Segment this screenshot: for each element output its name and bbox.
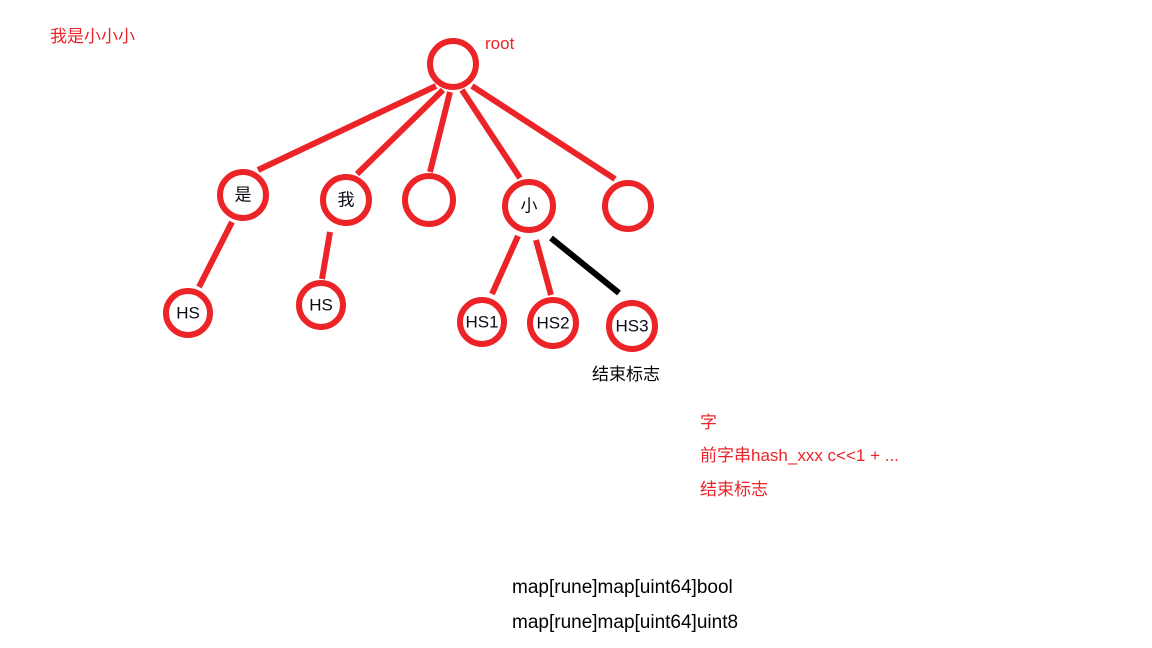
side-note-line-3: 结束标志 — [700, 480, 768, 499]
tree-node-n-hs3[interactable]: HS3 — [606, 300, 658, 352]
tree-node-n-hs2[interactable]: HS2 — [527, 297, 579, 349]
tree-edge-root-to-n-shi — [256, 83, 438, 173]
tree-node-n-empty-2[interactable] — [602, 180, 654, 232]
tree-node-n-shi[interactable]: 是 — [217, 169, 269, 221]
node-label: 小 — [521, 197, 538, 216]
node-circle — [457, 297, 507, 347]
node-circle — [296, 280, 346, 330]
side-note-line-2: 前字串hash_xxx c<<1 + ... — [700, 446, 899, 465]
node-layer: 是 我 小 HS HS HS1 HS2 HS3 — [163, 38, 658, 352]
corner-note: 我是小小小 — [50, 27, 135, 46]
tree-edge-root-to-n-empty-2 — [470, 83, 617, 182]
node-label: 是 — [235, 186, 252, 205]
node-circle — [427, 38, 479, 90]
end-marker-label: 结束标志 — [592, 365, 660, 384]
root-label: root — [485, 34, 515, 53]
node-circle — [502, 179, 556, 233]
tree-edge-root-to-n-empty-1 — [427, 91, 453, 173]
node-circle — [217, 169, 269, 221]
node-circle — [606, 300, 658, 352]
code-line-2: map[rune]map[uint64]uint8 — [512, 612, 739, 633]
tree-node-root[interactable] — [427, 38, 479, 90]
tree-edge-n-xiao-to-n-hs1 — [489, 234, 521, 296]
tree-edge-root-to-n-wo — [354, 87, 446, 177]
tree-edge-root-to-n-xiao — [459, 88, 523, 180]
node-label: HS — [309, 296, 333, 315]
node-label: HS1 — [465, 313, 498, 332]
tree-node-n-xiao[interactable]: 小 — [502, 179, 556, 233]
tree-node-n-hs-a[interactable]: HS — [163, 288, 213, 338]
node-label: HS2 — [536, 314, 569, 333]
node-label: 我 — [338, 191, 355, 210]
node-circle — [602, 180, 654, 232]
node-label: HS — [176, 304, 200, 323]
node-circle — [402, 173, 456, 227]
tree-edge-n-wo-to-n-hs-b — [319, 231, 333, 280]
node-circle — [527, 297, 579, 349]
side-note-line-1: 字 — [700, 413, 717, 432]
node-label: HS3 — [615, 317, 648, 336]
tree-edge-n-shi-to-n-hs-a — [196, 220, 235, 289]
tree-node-n-empty-1[interactable] — [402, 173, 456, 227]
edge-layer — [196, 83, 621, 296]
node-circle — [320, 174, 372, 226]
tree-node-n-wo[interactable]: 我 — [320, 174, 372, 226]
code-line-1: map[rune]map[uint64]bool — [512, 577, 733, 598]
tree-edge-n-xiao-to-n-hs3 — [549, 235, 621, 296]
tree-node-n-hs-b[interactable]: HS — [296, 280, 346, 330]
tree-edge-n-xiao-to-n-hs2 — [533, 239, 554, 296]
node-circle — [163, 288, 213, 338]
tree-node-n-hs1[interactable]: HS1 — [457, 297, 507, 347]
